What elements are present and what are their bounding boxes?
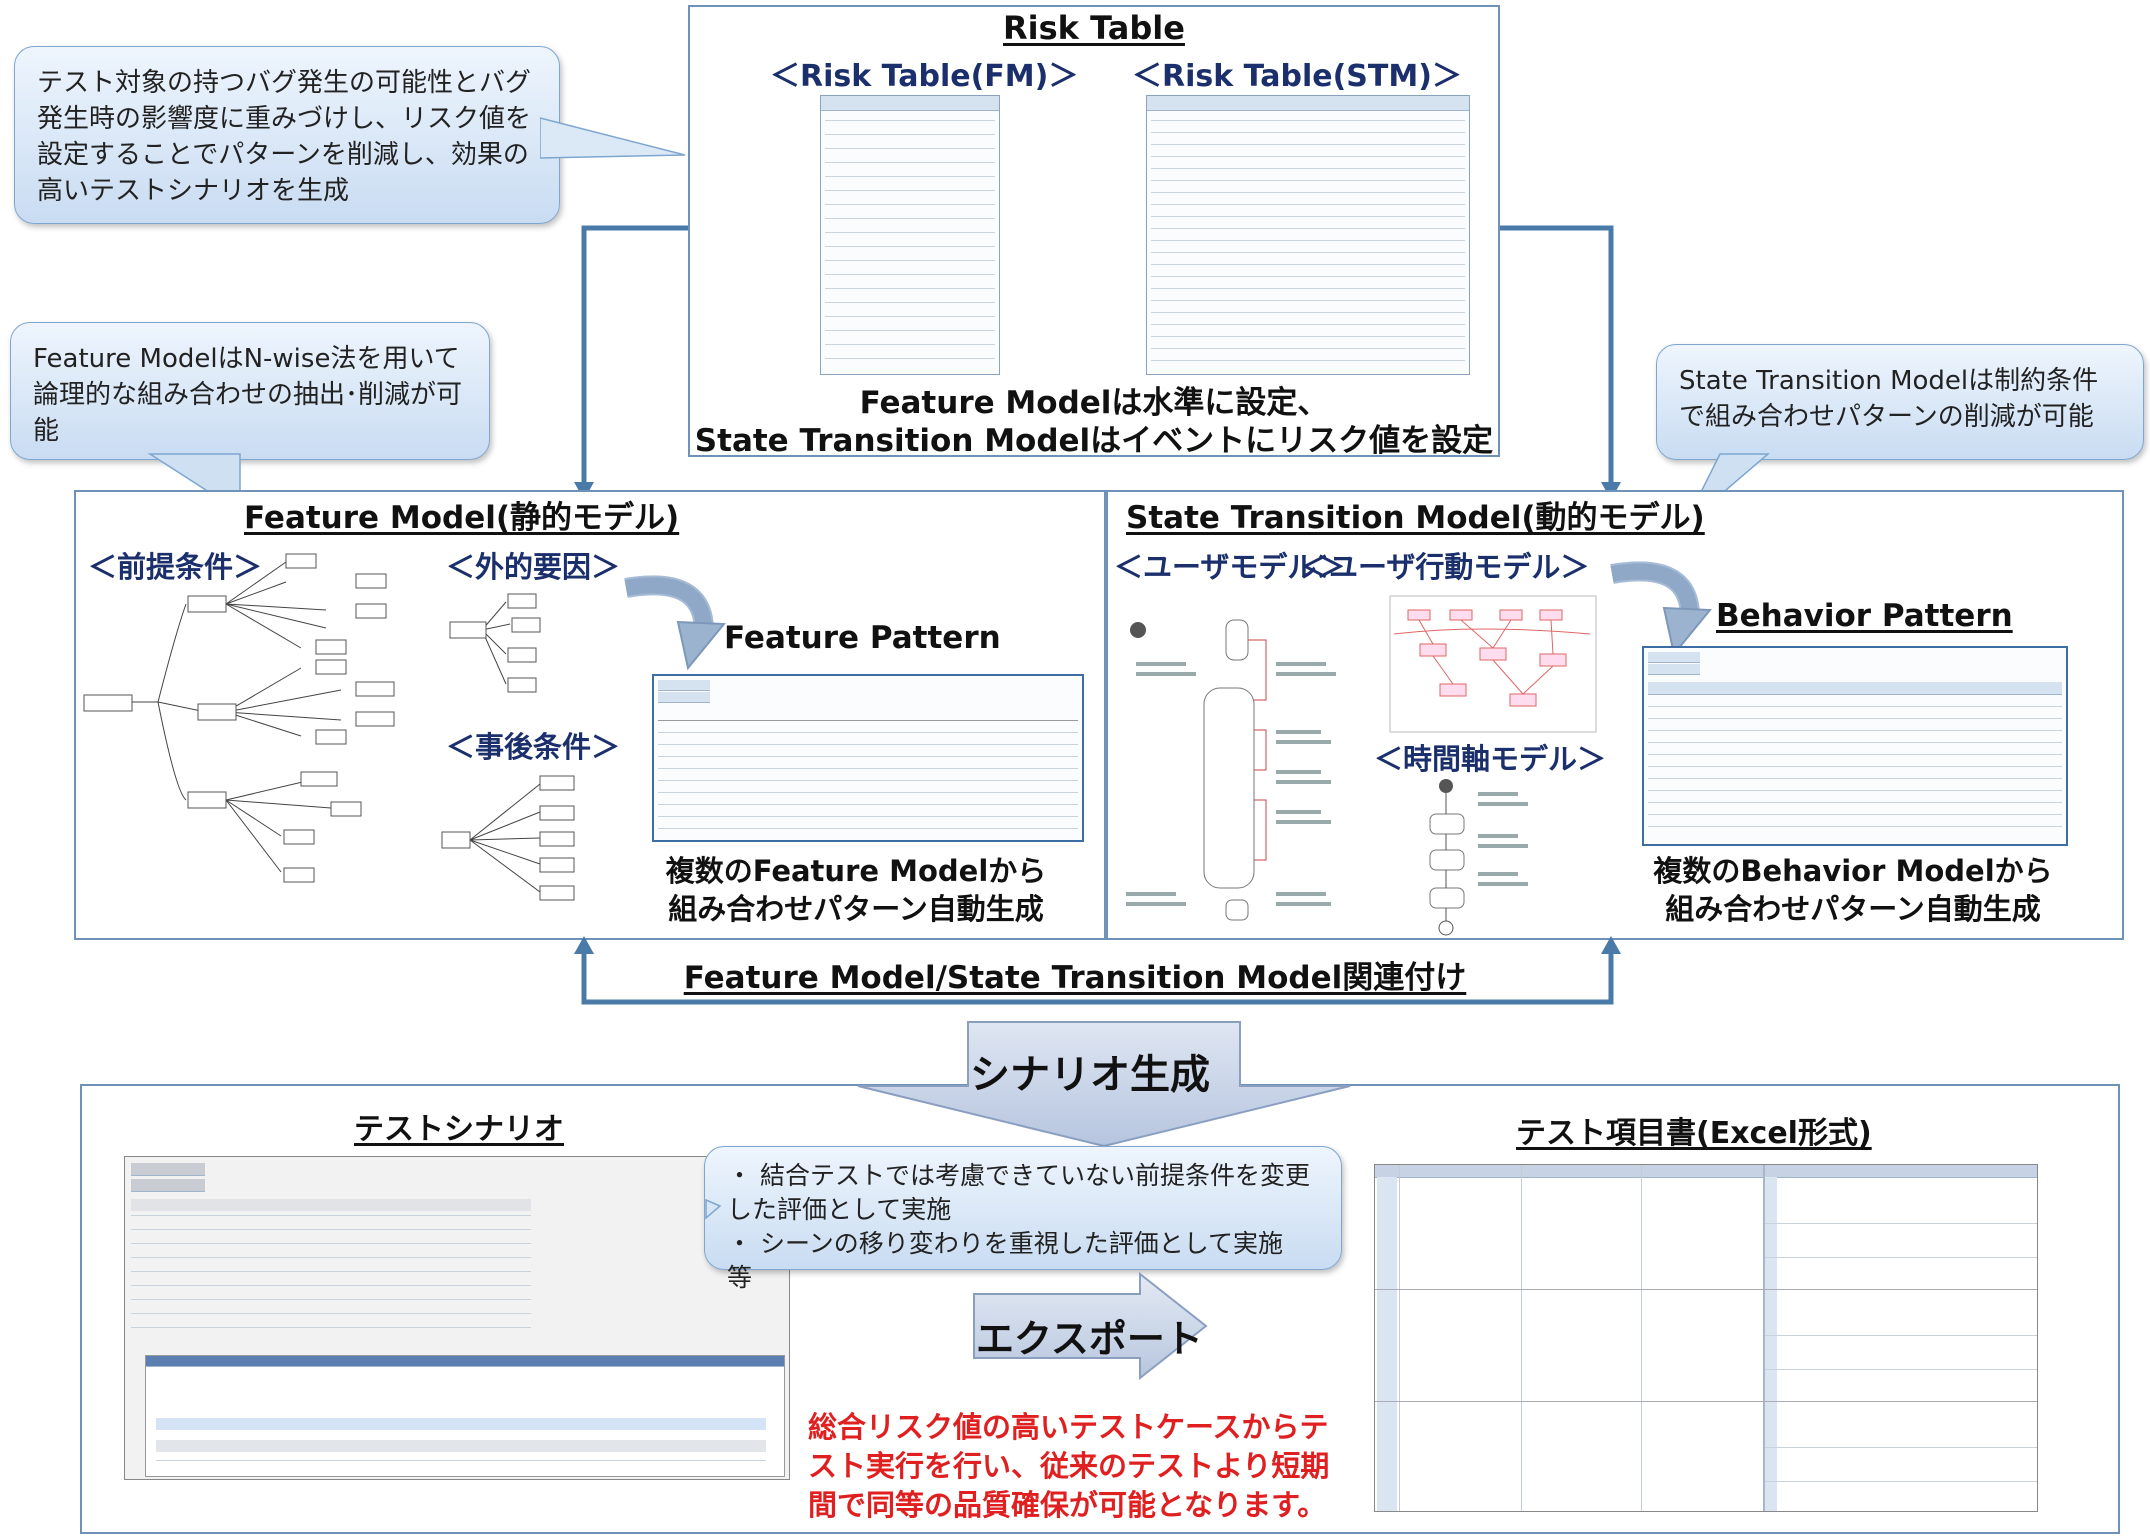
state-model-title: State Transition Model(動的モデル) (1126, 500, 1705, 536)
behavior-caption-2: 組み合わせパターン自動生成 (1665, 892, 2041, 926)
feature-precondition-label: ＜前提条件＞ (88, 550, 263, 584)
scenario-generation-arrow (857, 1021, 1351, 1148)
bubble-risk-weighting: テスト対象の持つバグ発生の可能性とバグ発生時の影響度に重みづけし、リスク値を設定… (14, 46, 560, 224)
postcondition-tree (441, 775, 575, 901)
feature-postcondition-label: ＜事後条件＞ (446, 730, 621, 764)
bubble-state-model: State Transition Modelは制約条件で組み合わせパターンの削減… (1656, 344, 2144, 460)
risk-table-stm-label: ＜Risk Table(STM)＞ (1132, 59, 1462, 94)
time-axis-model-label: ＜時間軸モデル＞ (1374, 742, 1607, 776)
bubble-feature-model: Feature ModelはN-wise法を用いて論理的な組み合わせの抽出･削減… (10, 322, 490, 460)
relation-label: Feature Model/State Transition Model関連付け (683, 960, 1467, 996)
test-scenario-screenshot (124, 1156, 790, 1480)
feature-pattern-title: Feature Pattern (724, 620, 1001, 656)
excel-test-items-thumbnail (1374, 1164, 2038, 1512)
risk-to-models-arrows (574, 225, 1621, 500)
conclusion-text: 総合リスク値の高いテストケースからテスト実行を行い、従来のテストより短期間で同等… (808, 1410, 1330, 1522)
behavior-caption-1: 複数のBehavior Modelから (1653, 854, 2053, 888)
risk-table-panel: Risk Table ＜Risk Table(FM)＞ ＜Risk Table(… (688, 5, 1500, 459)
state-model-panel: State Transition Model(動的モデル) ＜ユーザモデル＞ ＜… (1106, 490, 2124, 940)
bubble-evaluation-notes: ・ 結合テストでは考慮できていない前提条件を変更した評価として実施 ・ シーンの… (704, 1146, 1342, 1292)
user-action-model-label: ＜ユーザ行動モデル＞ (1300, 550, 1590, 584)
test-scenario-title: テストシナリオ (354, 1112, 564, 1147)
relation-double-arrow (574, 936, 1621, 1005)
risk-table-title: Risk Table (1003, 9, 1185, 47)
external-factor-tree (449, 593, 541, 693)
user-model-diagram (1126, 619, 1336, 921)
risk-table-fm-label: ＜Risk Table(FM)＞ (770, 59, 1079, 94)
feature-model-title: Feature Model(静的モデル) (244, 500, 680, 536)
feature-pattern-thumbnail (652, 674, 1084, 842)
test-items-title: テスト項目書(Excel形式) (1516, 1116, 1872, 1151)
feature-external-label: ＜外的要因＞ (446, 550, 621, 584)
risk-table-caption-1: Feature Modelは水準に設定、 (859, 385, 1329, 421)
export-arrow (973, 1272, 1208, 1380)
behavior-pattern-title: Behavior Pattern (1716, 598, 2013, 634)
risk-table-fm-thumbnail (820, 95, 1000, 375)
time-axis-model-diagram (1429, 779, 1528, 936)
feature-model-panel: Feature Model(静的モデル) ＜前提条件＞ ＜外的要因＞ ＜事後条件… (74, 490, 1106, 940)
feature-caption-2: 組み合わせパターン自動生成 (668, 892, 1044, 926)
curved-arrow-icon (624, 575, 726, 671)
scenario-generation-label: シナリオ生成 (970, 1052, 1210, 1098)
bubble-evaluation-notes-tail (705, 1198, 722, 1220)
precondition-feature-tree (83, 553, 395, 883)
behavior-pattern-thumbnail (1642, 646, 2068, 846)
risk-table-stm-thumbnail (1146, 95, 1470, 375)
user-action-model-diagram (1389, 595, 1597, 733)
user-model-label: ＜ユーザモデル＞ (1114, 550, 1346, 584)
bubble-risk-weighting-tail (540, 117, 686, 159)
export-label: エクスポート (976, 1317, 1203, 1361)
feature-caption-1: 複数のFeature Modelから (665, 854, 1047, 888)
risk-table-caption-2: State Transition Modelはイベントにリスク値を設定 (694, 423, 1494, 459)
curved-arrow-icon (1610, 561, 1712, 657)
